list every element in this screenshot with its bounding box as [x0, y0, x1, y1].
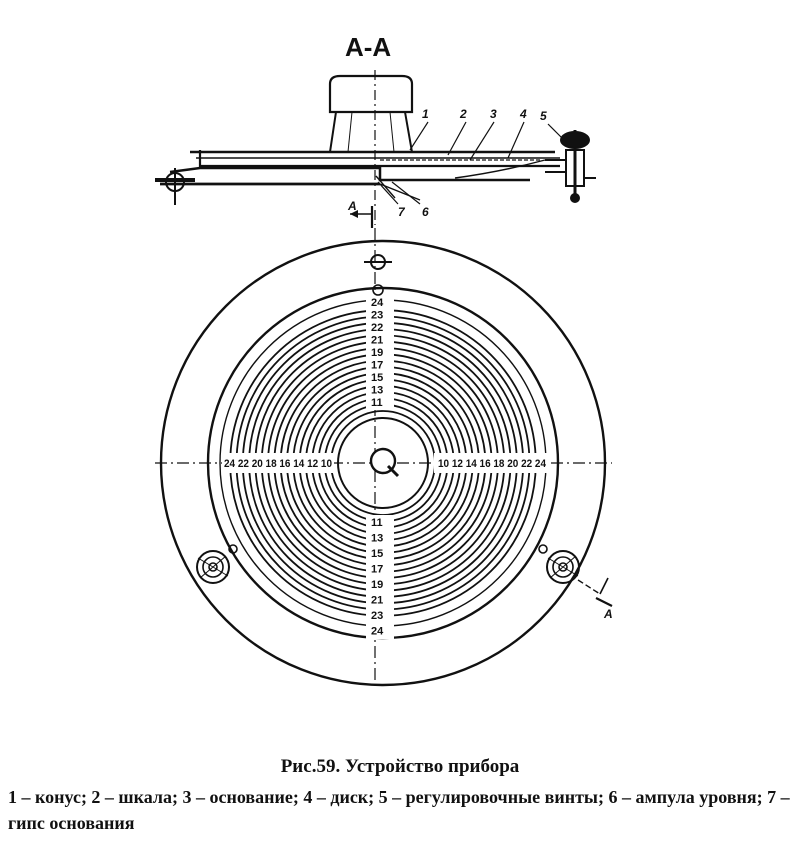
scale-upper-number: 15: [371, 372, 383, 384]
part-label-3: 3: [490, 107, 497, 121]
section-mark-top: А: [347, 199, 374, 228]
part-label-5: 5: [540, 109, 547, 123]
scale-right-numbers: 10 12 14 16 18 20 22 24: [438, 458, 547, 470]
scale-upper-number: 22: [371, 322, 383, 334]
scale-lower-number: 15: [371, 548, 383, 560]
caption-legend: 1 – конус; 2 – шкала; 3 – основание; 4 –…: [8, 787, 790, 833]
cone-top-symbol: [369, 447, 400, 478]
level-vial-symbol: [364, 254, 392, 296]
scale-lower-number: 23: [371, 610, 383, 622]
leader-lines: [377, 121, 563, 205]
part-label-6: 6: [422, 205, 429, 219]
cone: [328, 74, 414, 153]
plan-view: А: [155, 228, 613, 690]
scale-left-numbers: 24 22 20 18 16 14 12 10: [224, 458, 332, 470]
figure-caption: Рис.59. Устройство прибора 1 – конус; 2 …: [8, 756, 792, 836]
right-adjusting-screw: [545, 130, 596, 203]
scale-upper-number: 21: [371, 335, 383, 347]
section-title: А-А: [345, 32, 391, 62]
scale-lower-number: 11: [371, 517, 383, 529]
plate-layers: [160, 150, 560, 201]
scale-upper-number: 23: [371, 310, 383, 322]
scale-upper-number: 24: [371, 297, 384, 309]
section-mark-bottom: А: [577, 577, 613, 621]
left-adjusting-screw-plan: [196, 544, 238, 584]
svg-text:А: А: [347, 199, 357, 213]
scale-lower-number: 24: [371, 626, 384, 638]
svg-text:А: А: [603, 607, 613, 621]
scale-upper-number: 13: [371, 385, 383, 397]
right-adjusting-screw-plan: [538, 544, 580, 584]
part-label-4: 4: [519, 107, 527, 121]
device-drawing: А-А: [155, 32, 613, 690]
scale-lower-numbers: 11 13 15 17 19 21 23 24: [371, 517, 384, 638]
scale-upper-number: 11: [371, 397, 383, 409]
scale-lower-number: 17: [371, 564, 383, 576]
part-label-1: 1: [422, 107, 429, 121]
scale-lower-number: 21: [371, 595, 383, 607]
scale-lower-number: 19: [371, 579, 383, 591]
part-label-7: 7: [398, 205, 406, 219]
section-view: А-А: [155, 32, 596, 228]
part-label-2: 2: [459, 107, 467, 121]
scale-lower-number: 13: [371, 533, 383, 545]
scale-upper-number: 17: [371, 360, 383, 372]
caption-title: Рис.59. Устройство прибора: [280, 756, 520, 777]
left-foot-screw: [155, 168, 195, 205]
scale-upper-number: 19: [371, 347, 383, 359]
